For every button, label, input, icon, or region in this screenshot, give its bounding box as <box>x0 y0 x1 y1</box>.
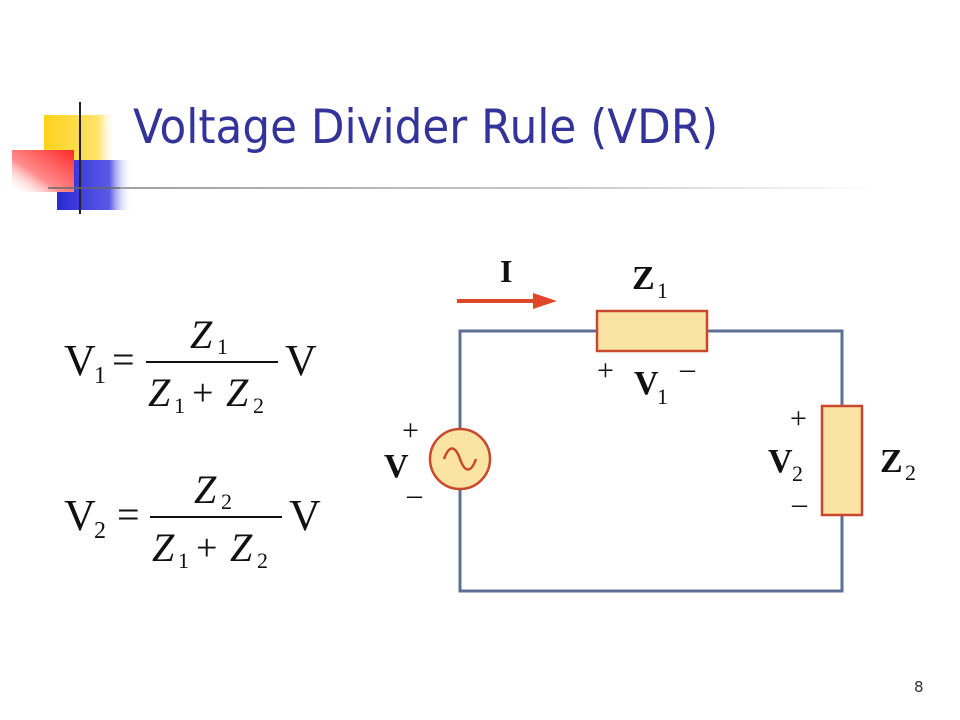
impedance-z1 <box>595 309 709 353</box>
formula-v1-plus: + <box>192 372 213 414</box>
current-arrow <box>457 293 557 309</box>
source-plus: + <box>402 414 419 447</box>
source-label: V <box>384 448 409 485</box>
formula-v1-denominator-a-sub: 1 <box>174 393 185 418</box>
v2-plus: + <box>790 402 807 435</box>
formula-v2-denominator-b-sub: 2 <box>257 548 268 573</box>
formula-v2-equals: = <box>117 492 140 537</box>
formula-v1-denominator-a: Z <box>148 370 171 415</box>
z2-label: Z <box>880 443 903 480</box>
z1-label: Z <box>632 260 655 297</box>
formula-v2-denominator-a-sub: 1 <box>178 548 189 573</box>
v1-label-sub: 1 <box>657 384 668 409</box>
sine-wave-icon <box>442 447 478 471</box>
formula-v2-denominator-b: Z <box>230 525 253 570</box>
v1-label: V <box>634 365 659 402</box>
formula-v1-rhs: V <box>285 336 317 385</box>
source-minus: – <box>406 478 423 511</box>
formula-v2-numerator: Z <box>194 467 217 512</box>
formula-v1-equals: = <box>112 337 135 382</box>
corner-decoration <box>12 102 132 214</box>
v2-label-sub: 2 <box>792 461 803 486</box>
formula-v2-lhs: V <box>64 491 96 540</box>
v1-minus: – <box>679 352 696 385</box>
v2-label: V <box>768 443 793 480</box>
z1-label-sub: 1 <box>657 278 668 303</box>
circuit-wires <box>458 329 844 593</box>
formula-v1-lhs-sub: 1 <box>94 363 106 389</box>
formula-v1-lhs: V <box>64 336 96 385</box>
formula-v2-numerator-sub: 2 <box>221 489 232 514</box>
v1-plus: + <box>597 354 614 387</box>
formula-v1: V 1 = Z 1 Z 1 + Z 2 V <box>64 312 317 418</box>
page-number: 8 <box>914 678 924 696</box>
formula-v2-rhs: V <box>289 491 321 540</box>
ac-source <box>428 427 492 491</box>
deco-red-square <box>12 150 74 192</box>
formula-v2-denominator-a: Z <box>152 525 175 570</box>
z2-label-sub: 2 <box>905 460 916 485</box>
formula-v2-plus: + <box>196 527 217 569</box>
v2-minus: – <box>791 487 808 520</box>
page-title: Voltage Divider Rule (VDR) <box>133 100 719 155</box>
formula-v1-numerator-sub: 1 <box>217 334 228 359</box>
formula-v1-denominator-b-sub: 2 <box>253 393 264 418</box>
formula-v1-numerator: Z <box>190 312 213 357</box>
current-label: I <box>500 253 512 289</box>
impedance-z2 <box>820 404 864 517</box>
title-underline <box>120 187 880 189</box>
formula-v1-denominator-b: Z <box>226 370 249 415</box>
formula-v2: V 2 = Z 2 Z 1 + Z 2 V <box>64 467 321 573</box>
formula-v2-lhs-sub: 2 <box>94 518 106 544</box>
